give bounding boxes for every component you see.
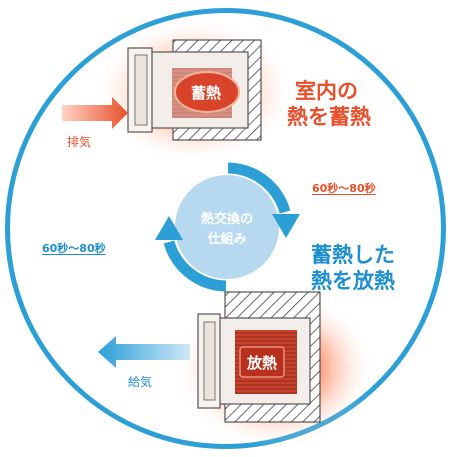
heat-release-badge-label: 放熱	[247, 354, 278, 372]
top-timing: 60秒〜80秒	[312, 182, 376, 195]
top-heading: 室内の 熱を蓄熱	[287, 78, 371, 130]
cycle-arrow-left	[163, 240, 227, 292]
bottom-heading: 蓄熱した 熱を放熱	[311, 242, 395, 294]
top-cap-inner	[134, 54, 148, 126]
top-heading-line2: 熱を蓄熱	[287, 105, 371, 129]
cycle-arrowhead-left	[155, 216, 183, 240]
center-label: 熱交換の 仕組み	[189, 210, 265, 250]
bottom-vent-unit	[175, 288, 375, 448]
heat-storage-badge	[174, 71, 240, 113]
center-disc	[175, 175, 279, 279]
supply-arrow	[98, 336, 190, 368]
supply-label: 給気	[128, 375, 153, 389]
exhaust-arrow	[62, 97, 128, 129]
cycle-arrowhead-right	[272, 214, 300, 238]
cycle-arrow-right	[227, 162, 291, 214]
exhaust-label: 排気	[67, 135, 92, 149]
top-heading-line1: 室内の	[295, 79, 358, 103]
heat-release-badge	[239, 346, 285, 378]
bottom-heading-line2: 熱を放熱	[311, 269, 395, 293]
bottom-heading-line1: 蓄熱した	[311, 243, 395, 267]
bottom-cap-inner	[203, 321, 216, 401]
heat-storage-badge-label: 蓄熱	[191, 84, 222, 102]
center-label-line1: 熱交換の	[200, 212, 253, 227]
center-label-line2: 仕組み	[207, 232, 247, 247]
bottom-timing: 60秒〜80秒	[42, 242, 106, 255]
